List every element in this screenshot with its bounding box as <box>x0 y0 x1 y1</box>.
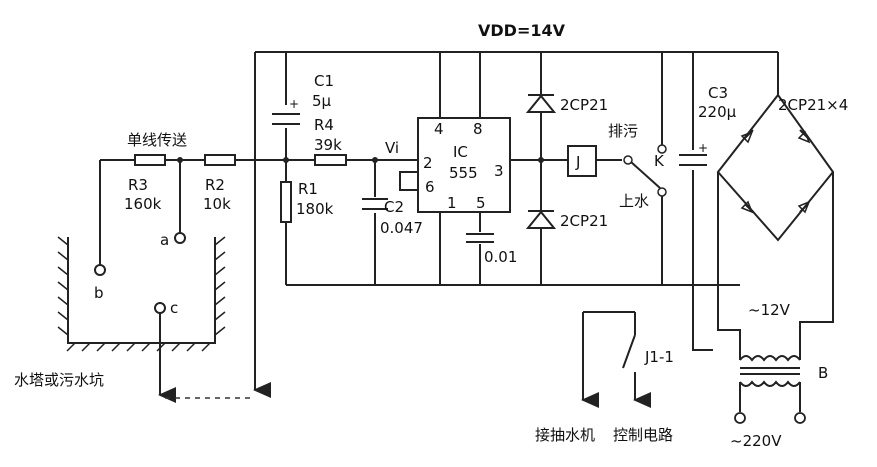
r1-value: 180k <box>296 200 334 218</box>
c3-value: 220μ <box>698 103 737 121</box>
cap-001-value: 0.01 <box>484 248 517 266</box>
electrodes <box>94 232 186 314</box>
junction-dots <box>177 157 544 163</box>
r4-value: 39k <box>314 136 342 154</box>
svg-text:+: + <box>698 141 708 155</box>
ic-pin2: 2 <box>423 154 433 172</box>
r2-value: 10k <box>203 195 231 213</box>
drain-label: 排污 <box>608 122 638 140</box>
water-tower <box>57 236 226 352</box>
b-label: b <box>94 284 104 302</box>
ic-pin8: 8 <box>473 120 483 138</box>
ic-pin5: 5 <box>476 194 486 212</box>
ic-pin4: 4 <box>434 120 444 138</box>
fill-label: 上水 <box>619 192 649 210</box>
vdd-label: VDD=14V <box>478 21 566 40</box>
resistor-r1 <box>280 181 292 223</box>
diode-upper-label: 2CP21 <box>560 96 608 114</box>
ic-pin1: 1 <box>447 194 457 212</box>
relay-label: J <box>575 153 580 171</box>
c2-label: C2 <box>384 198 404 216</box>
transformer-label: B <box>818 364 828 382</box>
c1-label: C1 <box>314 72 334 90</box>
resistor-r4 <box>314 154 347 166</box>
capacitor-c2 <box>362 198 388 210</box>
resistor-r2 <box>204 154 236 166</box>
ic-label: IC <box>453 143 468 161</box>
switch-k <box>623 144 667 197</box>
secondary-label: ~12V <box>748 301 791 319</box>
ic-555 <box>417 117 511 213</box>
single-wire-label: 单线传送 <box>127 131 187 149</box>
ic-pin6: 6 <box>425 178 435 196</box>
relay-contact-j1-1 <box>622 334 636 369</box>
diode-lower-label: 2CP21 <box>560 212 608 230</box>
diode-upper <box>525 94 557 113</box>
c-label: c <box>170 299 178 317</box>
diode-lower <box>525 210 557 229</box>
relay-j <box>567 145 597 177</box>
resistor-r3 <box>134 154 166 166</box>
capacitor-c3: + <box>679 141 708 166</box>
primary-label: ~220V <box>730 432 782 450</box>
capacitor-pin5 <box>466 233 494 243</box>
transformer-b <box>734 355 806 424</box>
ic-pin3: 3 <box>494 162 504 180</box>
pump-label: 接抽水机 <box>535 426 595 444</box>
r1-label: R1 <box>298 180 318 198</box>
bridge-rectifier <box>716 93 835 242</box>
c1-value: 5μ <box>312 92 332 110</box>
bridge-label: 2CP21×4 <box>778 96 848 114</box>
c2-value: 0.047 <box>380 219 423 237</box>
switch-label: K <box>654 152 665 170</box>
capacitor-c1: + <box>272 97 300 125</box>
ic-555-label: 555 <box>449 164 478 182</box>
tower-label: 水塔或污水坑 <box>14 371 104 389</box>
r3-value: 160k <box>124 195 162 213</box>
control-label: 控制电路 <box>613 426 673 444</box>
r2-label: R2 <box>205 176 225 194</box>
c3-label: C3 <box>708 84 728 102</box>
r4-label: R4 <box>314 116 334 134</box>
svg-text:+: + <box>289 97 299 111</box>
a-label: a <box>160 231 169 249</box>
vi-label: Vi <box>385 139 399 157</box>
relay-contact-label: J1-1 <box>644 348 674 366</box>
r3-label: R3 <box>128 176 148 194</box>
